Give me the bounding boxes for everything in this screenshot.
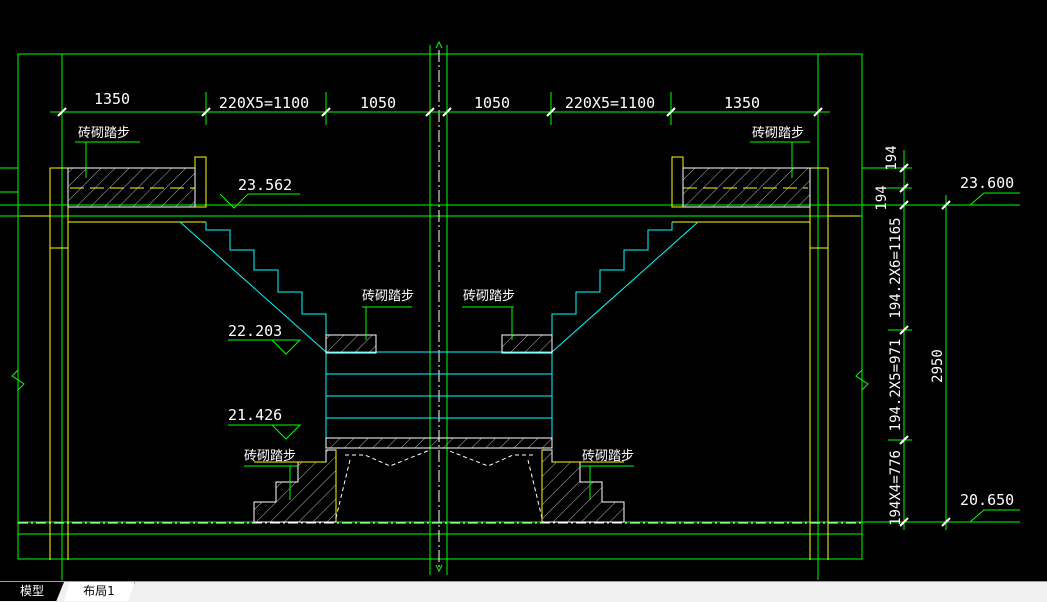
dim-left-outer: 1350 <box>94 90 130 108</box>
structure-walls <box>20 156 860 560</box>
dim-left-inner: 1050 <box>360 94 396 112</box>
brick-step-mid-right <box>501 334 553 354</box>
brick-step-mid-left <box>325 334 377 354</box>
right-dimension-line <box>862 150 1020 530</box>
top-dimension-ticks <box>57 107 823 117</box>
outer-frame <box>0 53 880 580</box>
dim-left-steps: 220X5=1100 <box>219 94 309 112</box>
elevation-marker-right-bottom: 20.650 <box>960 491 1020 523</box>
svg-text:23.562: 23.562 <box>238 176 292 194</box>
dim-right-inner: 1050 <box>474 94 510 112</box>
label-brick-step-top-right: 砖砌踏步 <box>752 126 804 141</box>
label-brick-step-mid-left: 砖砌踏步 <box>362 289 414 304</box>
elevation-marker-left-low: 21.426 <box>228 406 302 440</box>
svg-text:23.600: 23.600 <box>960 174 1014 192</box>
svg-text:22.203: 22.203 <box>228 322 282 340</box>
foundation-outline <box>254 450 624 522</box>
svg-text:20.650: 20.650 <box>960 491 1014 509</box>
dim-total-height: 2950 <box>930 349 946 383</box>
label-brick-step-bottom-left: 砖砌踏步 <box>244 449 296 464</box>
tab-model[interactable]: 模型 <box>0 582 64 601</box>
dim-side-upper: 194.2X6=1165 <box>888 217 904 318</box>
right-dimension-ticks <box>899 163 951 527</box>
stair-flight-left <box>179 221 327 353</box>
dim-side-lower: 194X4=776 <box>888 450 904 526</box>
label-leaders <box>75 141 810 500</box>
foundation-dashed <box>334 449 544 523</box>
dim-right-outer: 1350 <box>724 94 760 112</box>
label-brick-step-bottom-right: 砖砌踏步 <box>582 449 634 464</box>
tab-layout1[interactable]: 布局1 <box>64 582 135 601</box>
dim-side-mid: 194.2X5=971 <box>888 339 904 432</box>
top-dimension-line <box>50 92 830 125</box>
dim-side-second: 194 <box>874 185 890 210</box>
elevation-marker-left-landing: 23.562 <box>219 176 300 209</box>
svg-text:21.426: 21.426 <box>228 406 282 424</box>
center-axis <box>429 40 448 575</box>
dim-right-steps: 220X5=1100 <box>565 94 655 112</box>
slab-bottom <box>325 437 553 449</box>
layout-tab-bar: 模型 布局1 <box>0 581 1047 602</box>
stair-flight-right <box>551 221 699 353</box>
cad-drawing-canvas[interactable]: 1350 220X5=1100 1050 1050 220X5=1100 135… <box>0 0 1047 581</box>
elevation-marker-left-mid: 22.203 <box>228 322 302 355</box>
dim-side-top: 194 <box>884 145 900 170</box>
label-brick-step-top-left: 砖砌踏步 <box>78 126 130 141</box>
elevation-marker-right-top: 23.600 <box>960 174 1020 206</box>
label-brick-step-mid-right: 砖砌踏步 <box>463 289 515 304</box>
